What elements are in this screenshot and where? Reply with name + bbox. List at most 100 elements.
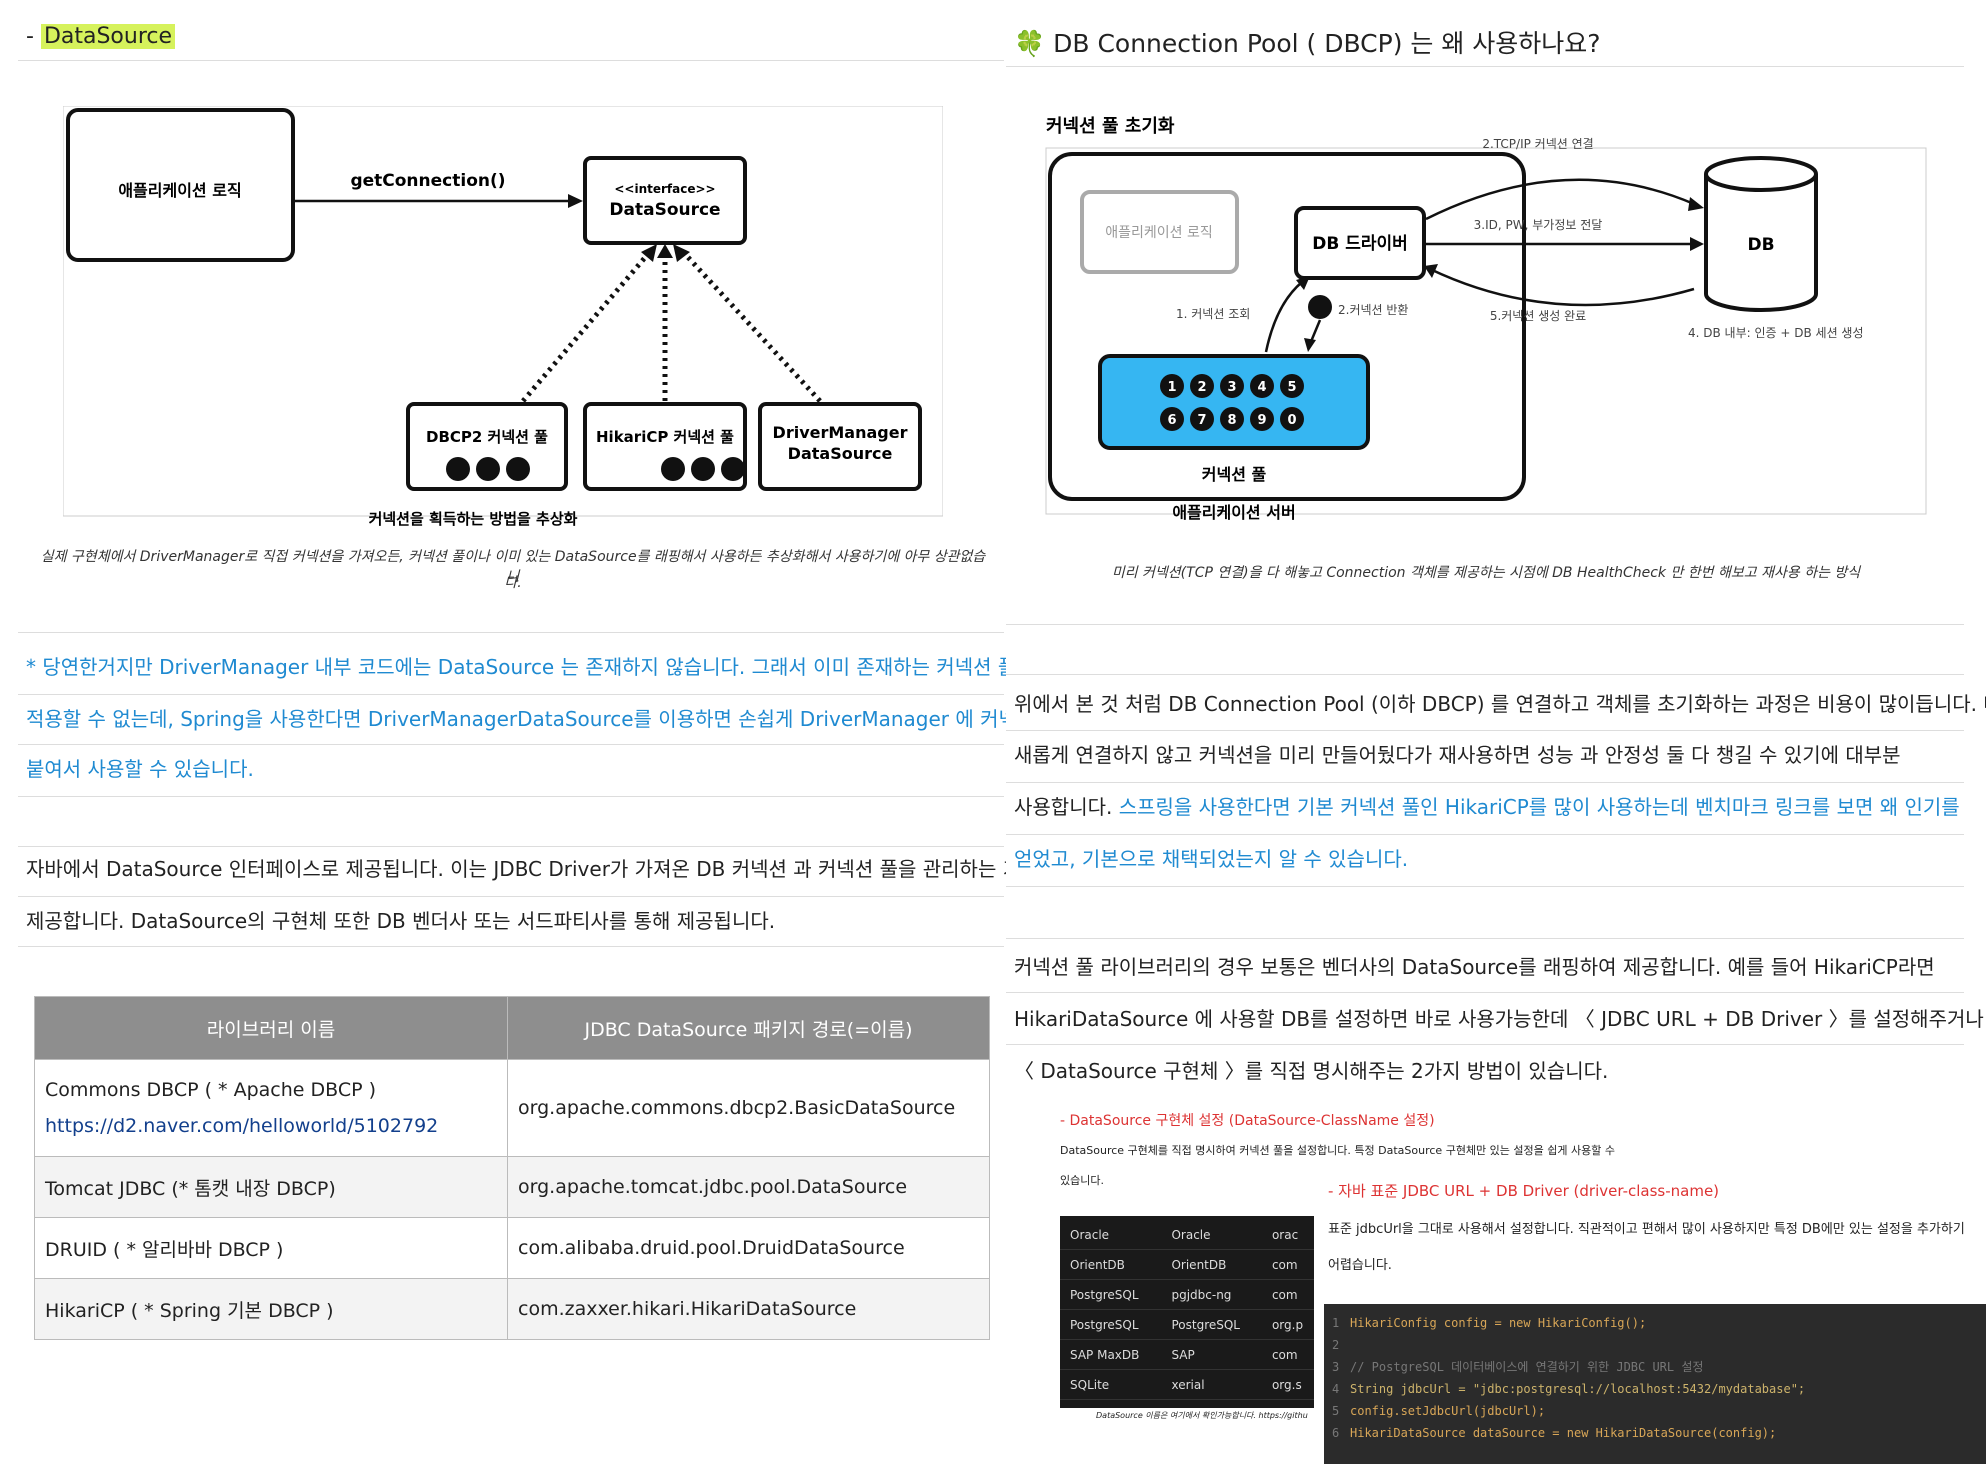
id-label: 3.ID, PW, 부가정보 전달 xyxy=(1474,218,1603,232)
pool-connection-number: 9 xyxy=(1257,413,1266,428)
connection-pool-diagram: 커넥션 풀 초기화 애플리케이션 로직 DB 드라이버 DB 2.TCP/IP … xyxy=(1045,116,1927,522)
pool-connection-dot xyxy=(1160,374,1184,398)
pool-connection-dot xyxy=(1280,374,1304,398)
diagram1-footer: 커넥션을 획득하는 방법을 추상화 xyxy=(369,510,578,528)
code-line-number: 5 xyxy=(1332,1404,1340,1418)
para-line-1: 자바에서 DataSource 인터페이스로 제공됩니다. 이는 JDBC Dr… xyxy=(26,857,1058,881)
code-line-text: // PostgreSQL 데이터베이스에 연결하기 위한 JDBC URL 설… xyxy=(1350,1360,1704,1374)
diagram1-caption-1: 실제 구현체에서 DriverManager로 직접 커넥션을 가져오든, 커넥… xyxy=(40,549,986,585)
table-cell: com.zaxxer.hikari.HikariDataSource xyxy=(507,1278,990,1340)
heading-highlight: DataSource xyxy=(40,24,176,49)
table-cell: org.apache.tomcat.jdbc.pool.DataSource xyxy=(507,1156,990,1218)
table-cell: com xyxy=(1261,1279,1320,1310)
section-heading-datasource: - DataSource xyxy=(26,22,176,52)
table-cell: SAP xyxy=(1161,1339,1262,1370)
para3-line-3: 〈 DataSource 구현체 〉를 직접 명시해주는 2가지 방법이 있습니… xyxy=(1014,1059,1609,1083)
left-column: - DataSource 애플리케이션 로직 getConnection() <… xyxy=(18,14,1078,1340)
table-cell: com xyxy=(1261,1249,1320,1280)
db-table-note: DataSource 이름은 여기에서 확인가능합니다. https://git… xyxy=(1096,1411,1308,1420)
drivermanager-label-2: DataSource xyxy=(788,444,893,463)
tcp-label: 2.TCP/IP 커넥션 연결 xyxy=(1482,137,1593,151)
table-cell: orac xyxy=(1261,1220,1320,1250)
pool-connection-dot xyxy=(1160,407,1184,431)
code-line-number: 3 xyxy=(1332,1360,1340,1374)
server-label: 애플리케이션 서버 xyxy=(1172,503,1295,522)
table-row: HikariCP ( * Spring 기본 DBCP ) com.zaxxer… xyxy=(34,1278,990,1340)
table-cell: Oracle xyxy=(1161,1220,1262,1250)
table-header-library: 라이브러리 이름 xyxy=(34,996,508,1060)
drivermanager-label-1: DriverManager xyxy=(773,423,908,442)
para3-line-2: HikariDataSource 에 사용할 DB를 설정하면 바로 사용가능한… xyxy=(1014,1007,1986,1031)
table-cell: Tomcat JDBC (* 톰캣 내장 DBCP) xyxy=(34,1156,508,1218)
table-cell: PostgreSQL xyxy=(1161,1309,1262,1340)
pool-label: 커넥션 풀 xyxy=(1202,465,1267,484)
naver-link[interactable]: https://d2.naver.com/helloworld/5102792 xyxy=(45,1115,439,1137)
pool-connection-number: 0 xyxy=(1287,413,1296,428)
code-line-text: HikariDataSource dataSource = new Hikari… xyxy=(1350,1426,1777,1440)
code-line: 4 String jdbcUrl = "jdbc:postgresql://loc… xyxy=(1332,1378,1986,1400)
heading-dash: - xyxy=(26,24,41,49)
pool-connection-number: 1 xyxy=(1167,380,1176,395)
pool-connection-number: 6 xyxy=(1167,413,1176,428)
table-cell: com xyxy=(1261,1339,1320,1370)
pool-connection-number: 2 xyxy=(1197,380,1206,395)
table-cell: org.apache.commons.dbcp2.BasicDataSource xyxy=(507,1059,990,1157)
table-row: DRUID ( * 알리바바 DBCP ) com.alibaba.druid.… xyxy=(34,1217,990,1279)
datasource-interface-box xyxy=(583,156,747,245)
code-line: 3 // PostgreSQL 데이터베이스에 연결하기 위한 JDBC URL … xyxy=(1332,1356,1986,1378)
note-line-3: 붙여서 사용할 수 있습니다. xyxy=(26,757,254,781)
para3-line-1: 커넥션 풀 라이브러리의 경우 보통은 벤더사의 DataSource를 래핑하… xyxy=(1014,955,1935,979)
para2-blue: 스프링을 사용한다면 기본 커넥션 풀인 HikariCP를 많이 사용하는데 … xyxy=(1118,795,1960,819)
snippet1-text-2: 있습니다. xyxy=(1060,1174,1104,1187)
table-row: Tomcat JDBC (* 톰캣 내장 DBCP) org.apache.to… xyxy=(34,1156,990,1218)
table-cell: HikariCP ( * Spring 기본 DBCP ) xyxy=(34,1278,508,1340)
code-line-text: String jdbcUrl = "jdbc:postgresql://loca… xyxy=(1350,1382,1806,1396)
step4-label: 4. DB 내부: 인증 + DB 세션 생성 xyxy=(1688,326,1864,340)
pool-connection-dot xyxy=(1220,407,1244,431)
pool-connection-number: 4 xyxy=(1257,380,1266,395)
pool-connection-number: 8 xyxy=(1227,413,1236,428)
code-line-text: config.setJdbcUrl(jdbcUrl); xyxy=(1350,1404,1546,1418)
code-line: 5 config.setJdbcUrl(jdbcUrl); xyxy=(1332,1400,1986,1422)
done-label: 5.커넥션 생성 완료 xyxy=(1490,309,1586,323)
table-cell: org.p xyxy=(1261,1309,1320,1340)
clover-icon: 🍀 xyxy=(1014,29,1046,58)
interface-name: DataSource xyxy=(609,200,720,220)
pool-connection-dot xyxy=(1190,407,1214,431)
table-cell: com.alibaba.druid.pool.DruidDataSource xyxy=(507,1217,990,1279)
get-connection-label: getConnection() xyxy=(350,171,505,191)
drivermanager-datasource-box xyxy=(758,402,922,491)
table-cell: PostgreSQL xyxy=(1060,1309,1162,1340)
diagram2-caption: 미리 커넥션(TCP 연결)을 다 해놓고 Connection 객체를 제공하… xyxy=(1111,565,1861,581)
snippet2-text-2: 어렵습니다. xyxy=(1328,1258,1392,1273)
snippet-jdbc-url: - 자바 표준 JDBC URL + DB Driver (driver-cla… xyxy=(1314,1170,1986,1464)
pool-connection-number: 5 xyxy=(1287,380,1296,395)
para2-line-3: 사용합니다. 스프링을 사용한다면 기본 커넥션 풀인 HikariCP를 많이… xyxy=(1014,782,1960,832)
diagram1-caption-2: 다. xyxy=(504,575,522,591)
snippet1-text-1: DataSource 구현체를 직접 명시하여 커넥션 풀을 설정합니다. 특정… xyxy=(1060,1144,1615,1157)
db-label: DB xyxy=(1747,235,1774,255)
code-line: 6 HikariDataSource dataSource = new Hikar… xyxy=(1332,1422,1986,1444)
pool-connection-number: 7 xyxy=(1197,413,1206,428)
code-line-number: 4 xyxy=(1332,1382,1340,1396)
pool-connection-dot xyxy=(1190,374,1214,398)
app-logic-gray-box xyxy=(1080,190,1239,274)
para2-plain: 사용합니다. xyxy=(1014,795,1119,819)
diagram2-app-logic: 애플리케이션 로직 xyxy=(1105,225,1213,241)
dbcp2-label: DBCP2 커넥션 풀 xyxy=(426,428,548,446)
code-line-text: HikariConfig config = new HikariConfig()… xyxy=(1350,1316,1647,1330)
pool-connection-dot xyxy=(1250,374,1274,398)
code-line-number: 6 xyxy=(1332,1426,1340,1440)
para2-line-1: 위에서 본 것 처럼 DB Connection Pool (이하 DBCP) … xyxy=(1014,692,1986,716)
table-cell: OrientDB xyxy=(1060,1249,1162,1280)
para2-line-2: 새롭게 연결하지 않고 커넥션을 미리 만들어뒀다가 재사용하면 성능 과 안정… xyxy=(1014,743,1901,767)
pool-connection-dot xyxy=(1220,374,1244,398)
db-driver-label: DB 드라이버 xyxy=(1312,234,1408,254)
table-header-package: JDBC DataSource 패키지 경로(=이름) xyxy=(507,996,990,1060)
hikaricp-label: HikariCP 커넥션 풀 xyxy=(596,428,734,446)
